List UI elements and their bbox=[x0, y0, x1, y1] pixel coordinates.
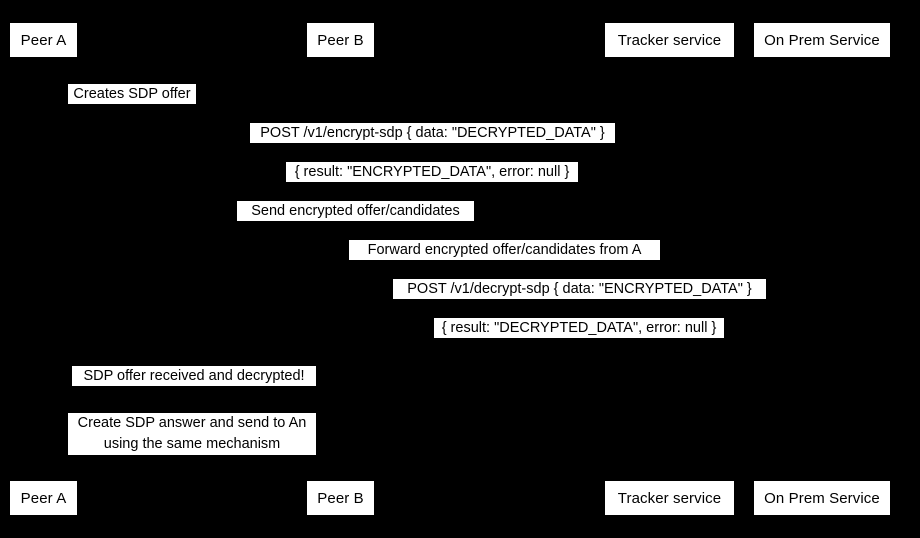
message-label-post-encrypt-sdp: POST /v1/encrypt-sdp { data: "DECRYPTED_… bbox=[250, 123, 615, 143]
message-label-send-encrypted-offer: Send encrypted offer/candidates bbox=[237, 201, 474, 221]
message-label-sdp-offer-received: SDP offer received and decrypted! bbox=[72, 366, 316, 386]
participant-top-tracker-service[interactable]: Tracker service bbox=[605, 23, 734, 57]
participant-bottom-on-prem-service[interactable]: On Prem Service bbox=[754, 481, 890, 515]
message-label-create-sdp-answer: Create SDP answer and send to An using t… bbox=[68, 413, 316, 455]
lifeline-peer-a bbox=[43, 57, 45, 481]
participant-top-peer-b[interactable]: Peer B bbox=[307, 23, 374, 57]
participant-bottom-peer-a[interactable]: Peer A bbox=[10, 481, 77, 515]
participant-top-peer-a[interactable]: Peer A bbox=[10, 23, 77, 57]
participant-bottom-tracker-service[interactable]: Tracker service bbox=[605, 481, 734, 515]
message-label-encrypt-sdp-result: { result: "ENCRYPTED_DATA", error: null … bbox=[286, 162, 578, 182]
participant-top-on-prem-service[interactable]: On Prem Service bbox=[754, 23, 890, 57]
lifeline-tracker-service bbox=[669, 57, 671, 481]
message-label-creates-sdp-offer: Creates SDP offer bbox=[68, 84, 196, 104]
lifeline-on-prem-service bbox=[821, 57, 823, 481]
message-label-decrypt-sdp-result: { result: "DECRYPTED_DATA", error: null … bbox=[434, 318, 724, 338]
lifeline-peer-b bbox=[340, 57, 342, 481]
message-label-forward-encrypted-offer: Forward encrypted offer/candidates from … bbox=[349, 240, 660, 260]
message-label-post-decrypt-sdp: POST /v1/decrypt-sdp { data: "ENCRYPTED_… bbox=[393, 279, 766, 299]
participant-bottom-peer-b[interactable]: Peer B bbox=[307, 481, 374, 515]
